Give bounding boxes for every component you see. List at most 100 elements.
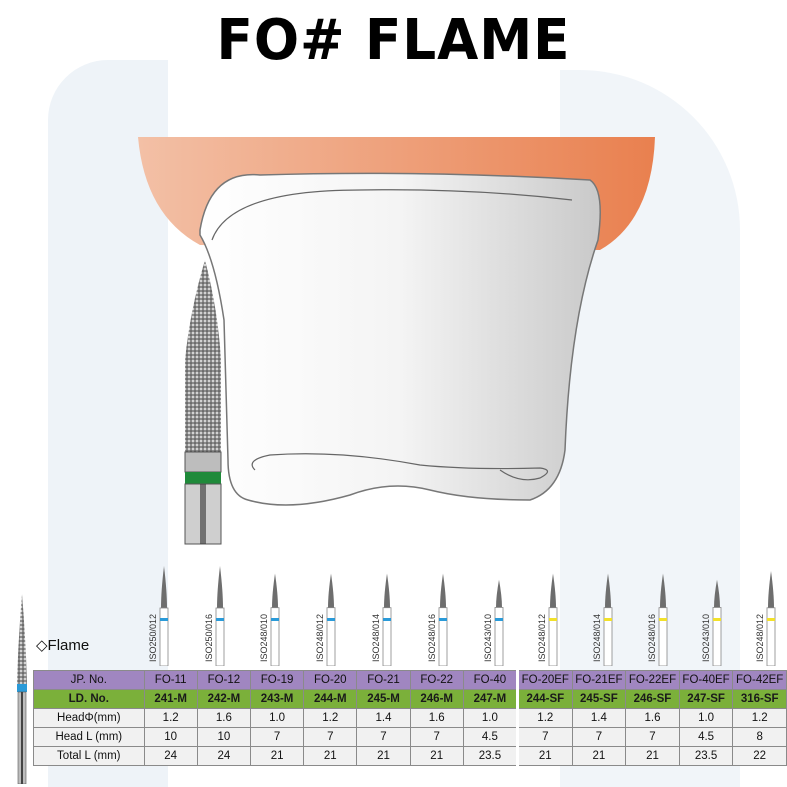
cell-total-l: 21 <box>303 746 358 766</box>
iso-code-label: ISO248/016 <box>427 613 437 662</box>
cell-total-l: 24 <box>143 746 198 766</box>
row-label: Head L (mm) <box>33 727 145 747</box>
bur-lineup: ISO250/012 ISO250/016 ISO248/010 ISO248/012… <box>0 560 787 667</box>
cell-head-l: 7 <box>303 727 358 747</box>
page-title: FO# FLAME <box>216 8 571 73</box>
cell-ld: 246-M <box>409 689 464 709</box>
cell-jp: FO-20 <box>303 670 358 690</box>
cell-total-l: 23.5 <box>678 746 734 766</box>
cell-total-l: 22 <box>732 746 787 766</box>
row-label: LD. No. <box>33 689 145 709</box>
iso-code-label: ISO248/012 <box>315 613 325 662</box>
row-head-diameter: HeadΦ(mm) 1.2 1.6 1.0 1.2 1.4 1.6 1.0 1.… <box>33 708 787 728</box>
row-label: JP. No. <box>33 670 145 690</box>
cell-total-l: 21 <box>409 746 464 766</box>
cell-head-d: 1.6 <box>409 708 464 728</box>
cell-head-l: 7 <box>356 727 411 747</box>
row-total-length: Total L (mm) 24 24 21 21 21 21 23.5 21 2… <box>33 746 787 766</box>
cell-head-d: 1.2 <box>732 708 787 728</box>
bur-column: ISO248/012 <box>311 560 339 667</box>
cell-head-d: 1.4 <box>356 708 411 728</box>
cell-total-l: 21 <box>516 746 573 766</box>
spec-table: JP. No. FO-11 FO-12 FO-19 FO-20 FO-21 FO… <box>33 670 787 766</box>
iso-code-label: ISO243/010 <box>483 613 493 662</box>
bur-illustration <box>184 260 222 545</box>
cell-ld: 245-SF <box>571 689 627 709</box>
cell-head-l: 10 <box>143 727 198 747</box>
cell-ld: 243-M <box>249 689 305 709</box>
row-label: Total L (mm) <box>33 746 145 766</box>
cell-ld: 242-M <box>196 689 251 709</box>
cell-head-d: 1.0 <box>462 708 519 728</box>
cell-head-d: 1.2 <box>143 708 198 728</box>
cell-head-l: 7 <box>571 727 627 747</box>
cell-ld: 247-SF <box>678 689 734 709</box>
cell-head-l: 4.5 <box>462 727 519 747</box>
cell-ld: 247-M <box>462 689 519 709</box>
cell-jp: FO-22EF <box>625 670 680 690</box>
iso-code-label: ISO248/012 <box>537 613 547 662</box>
cell-ld: 244-SF <box>516 689 573 709</box>
bur-column: ISO243/010 <box>479 560 507 667</box>
bur-column: ISO248/014 <box>588 560 616 667</box>
cell-jp: FO-40EF <box>678 670 734 690</box>
cell-jp: FO-21EF <box>571 670 627 690</box>
tooth-illustration <box>138 137 655 545</box>
cell-total-l: 21 <box>356 746 411 766</box>
iso-code-label: ISO248/014 <box>592 613 602 662</box>
row-jp-no: JP. No. FO-11 FO-12 FO-19 FO-20 FO-21 FO… <box>33 670 787 690</box>
cell-jp: FO-21 <box>356 670 411 690</box>
cell-head-d: 1.0 <box>678 708 734 728</box>
iso-code-label: ISO248/010 <box>259 613 269 662</box>
iso-code-label: ISO248/016 <box>647 613 657 662</box>
cell-head-d: 1.4 <box>571 708 627 728</box>
cell-head-l: 4.5 <box>678 727 734 747</box>
bur-column: ISO248/016 <box>423 560 451 667</box>
iso-code-label: ISO248/012 <box>755 613 765 662</box>
cell-ld: 316-SF <box>732 689 787 709</box>
iso-code-label: ISO248/014 <box>371 613 381 662</box>
bur-column: ISO243/010 <box>697 560 725 667</box>
row-ld-no: LD. No. 241-M 242-M 243-M 244-M 245-M 24… <box>33 689 787 709</box>
bur-column: ISO248/016 <box>643 560 671 667</box>
cell-head-l: 10 <box>196 727 251 747</box>
cell-ld: 246-SF <box>625 689 680 709</box>
bur-column: ISO248/010 <box>255 560 283 667</box>
cell-head-d: 1.2 <box>303 708 358 728</box>
cell-ld: 244-M <box>303 689 358 709</box>
cell-total-l: 23.5 <box>462 746 519 766</box>
bur-column: ISO248/012 <box>533 560 561 667</box>
cell-head-l: 8 <box>732 727 787 747</box>
iso-code-label: ISO250/016 <box>204 613 214 662</box>
cell-head-l: 7 <box>409 727 464 747</box>
row-label: HeadΦ(mm) <box>33 708 145 728</box>
cell-head-l: 7 <box>249 727 305 747</box>
cell-total-l: 21 <box>625 746 680 766</box>
cell-ld: 241-M <box>143 689 198 709</box>
cell-ld: 245-M <box>356 689 411 709</box>
cell-jp: FO-19 <box>249 670 305 690</box>
cell-jp: FO-12 <box>196 670 251 690</box>
row-head-length: Head L (mm) 10 10 7 7 7 7 4.5 7 7 7 4.5 … <box>33 727 787 747</box>
cell-head-l: 7 <box>516 727 573 747</box>
cell-jp: FO-40 <box>462 670 519 690</box>
iso-code-label: ISO243/010 <box>701 613 711 662</box>
cell-head-d: 1.6 <box>196 708 251 728</box>
cell-jp: FO-11 <box>143 670 198 690</box>
cell-jp: FO-22 <box>409 670 464 690</box>
tooth-shape <box>199 172 601 506</box>
bur-column: ISO248/012 <box>751 560 779 667</box>
section-label-flame: ◇Flame <box>36 637 90 654</box>
cell-head-d: 1.6 <box>625 708 680 728</box>
cell-total-l: 21 <box>249 746 305 766</box>
cell-jp: FO-20EF <box>516 670 573 690</box>
cell-head-l: 7 <box>625 727 680 747</box>
flame-bur-sample-icon <box>17 594 27 784</box>
cell-head-d: 1.0 <box>249 708 305 728</box>
bur-column: ISO248/014 <box>367 560 395 667</box>
cell-jp: FO-42EF <box>732 670 787 690</box>
cell-total-l: 24 <box>196 746 251 766</box>
bur-column: ISO250/016 <box>200 560 228 667</box>
bur-column: ISO250/012 <box>144 560 172 667</box>
cell-total-l: 21 <box>571 746 627 766</box>
